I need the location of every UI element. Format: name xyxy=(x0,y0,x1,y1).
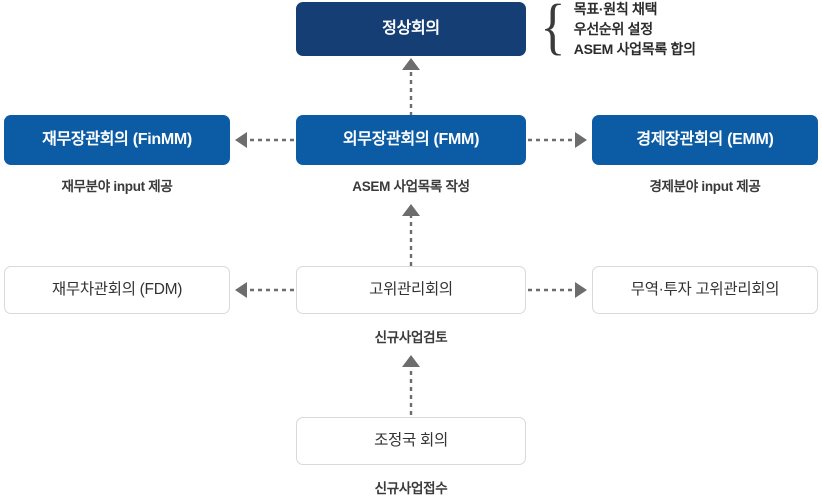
caption-finmm: 재무분야 input 제공 xyxy=(61,179,173,194)
node-somti-label: 무역·투자 고위관리회의 xyxy=(630,280,780,298)
node-finmm[interactable]: 재무장관회의 (FinMM) xyxy=(4,115,230,165)
edge-fmm-to-finmm xyxy=(235,132,294,148)
node-coordinators-label: 조정국 회의 xyxy=(374,431,448,449)
node-somti[interactable]: 무역·투자 고위관리회의 xyxy=(592,266,818,314)
edge-fmm-to-emm xyxy=(528,132,587,148)
edge-som-to-fdm xyxy=(235,282,294,298)
node-emm[interactable]: 경제장관회의 (EMM) xyxy=(592,115,818,165)
node-som-label: 고위관리회의 xyxy=(369,280,453,298)
curly-brace-icon: { xyxy=(540,0,566,61)
summit-annotation-lines: 목표·원칙 채택 우선순위 설정 ASEM 사업목록 합의 xyxy=(574,0,696,59)
edge-som-to-fmm xyxy=(402,204,420,266)
caption-coordinators: 신규사업접수 xyxy=(374,481,448,496)
node-emm-label: 경제장관회의 (EMM) xyxy=(636,131,774,149)
edge-som-to-somti xyxy=(528,282,587,298)
node-fmm-label: 외무장관회의 (FMM) xyxy=(342,131,480,149)
edge-fmm-to-summit xyxy=(402,58,420,116)
node-fdm-label: 재무차관회의 (FDM) xyxy=(51,280,183,298)
node-fmm[interactable]: 외무장관회의 (FMM) xyxy=(296,115,526,165)
caption-som: 신규사업검토 xyxy=(374,330,448,345)
node-finmm-label: 재무장관회의 (FinMM) xyxy=(42,131,192,149)
caption-fmm: ASEM 사업목록 작성 xyxy=(352,179,470,194)
node-som[interactable]: 고위관리회의 xyxy=(296,266,526,314)
node-summit-label: 정상회의 xyxy=(382,20,440,38)
annotation-line-2: 우선순위 설정 xyxy=(573,20,653,37)
caption-emm: 경제분야 input 제공 xyxy=(649,179,761,194)
annotation-line-1: 목표·원칙 채택 xyxy=(573,0,658,17)
annotation-line-3: ASEM 사업목록 합의 xyxy=(573,41,696,58)
node-fdm[interactable]: 재무차관회의 (FDM) xyxy=(4,266,230,314)
node-summit[interactable]: 정상회의 xyxy=(296,2,526,56)
summit-annotation: { 목표·원칙 채택 우선순위 설정 ASEM 사업목록 합의 xyxy=(538,0,696,58)
edge-coordinators-to-som xyxy=(402,355,420,415)
node-coordinators[interactable]: 조정국 회의 xyxy=(296,417,526,465)
